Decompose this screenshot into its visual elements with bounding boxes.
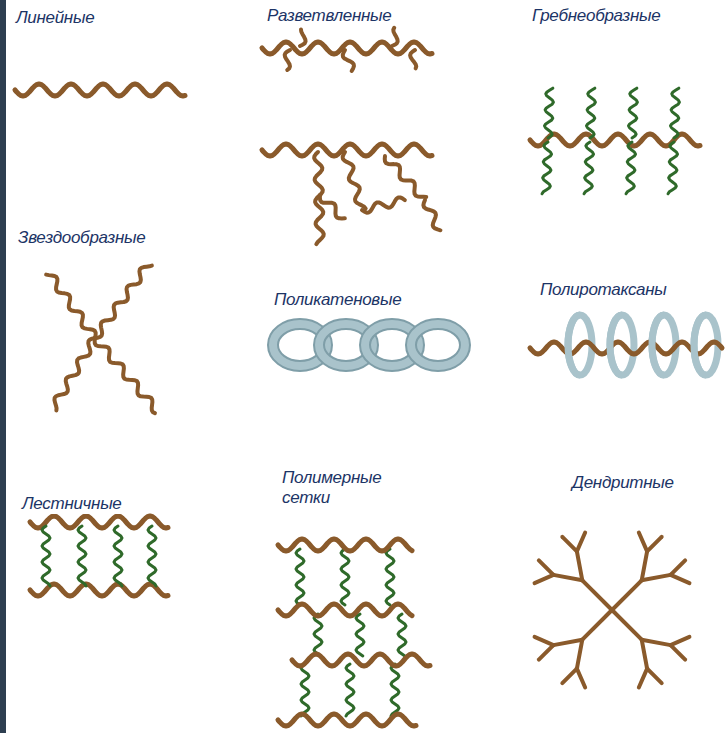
dendron-branch (582, 610, 612, 640)
dendron-branch (539, 645, 554, 660)
polymer-chain (278, 714, 416, 726)
chain-branch (46, 275, 96, 338)
ring-front (610, 315, 622, 375)
side-chain (78, 526, 86, 586)
chain-branch (392, 28, 398, 46)
chain-branch (95, 338, 155, 413)
dendron-branch (577, 669, 585, 688)
side-chain (544, 88, 553, 138)
dendron-branch (642, 551, 647, 580)
side-chain (586, 88, 595, 138)
side-chain (391, 664, 399, 716)
side-chain (398, 614, 406, 656)
ring-front (694, 315, 706, 375)
dendron-branch (577, 533, 585, 552)
dendron-branch (642, 575, 671, 580)
dendron-branch (535, 637, 554, 645)
type-label: Звездообразные (16, 228, 147, 248)
chain-branch (362, 197, 405, 212)
side-chain (356, 614, 364, 656)
dendron-branch (539, 560, 554, 575)
chain-branch (95, 266, 152, 338)
dendron-branch (612, 610, 642, 640)
dendron-branch (562, 537, 577, 552)
dendron-branch (553, 640, 582, 645)
dendron-branch (671, 645, 686, 660)
ring (411, 324, 465, 366)
dendron-branch (647, 537, 662, 552)
dendron-branch (577, 551, 582, 580)
side-chain (114, 526, 122, 586)
chain-branch (385, 156, 427, 197)
polymer-chain (278, 539, 412, 551)
polymer-chain (278, 604, 412, 616)
dendron-branch (612, 580, 642, 610)
dendron-branch (535, 575, 554, 583)
dendron-branch (647, 669, 662, 684)
dendron-branch (562, 669, 577, 684)
dendron-branch (582, 580, 612, 610)
chain-branch (285, 50, 290, 70)
chain-branch (343, 50, 354, 71)
type-label: Лестничные (20, 494, 124, 514)
side-chain (148, 526, 156, 586)
side-chain (346, 664, 354, 716)
chain-branch (343, 152, 366, 208)
type-label: Гребнеобразные (530, 6, 662, 26)
dendron-branch (553, 575, 582, 580)
type-label: Поликатеновые (272, 290, 403, 310)
ring-front (568, 315, 580, 375)
chain-branch (423, 200, 440, 230)
side-chain (668, 142, 678, 194)
side-chain (296, 549, 304, 605)
type-label: Полимерные сетки (280, 468, 396, 509)
polymer-chain (15, 84, 185, 96)
dendron-branch (671, 575, 690, 583)
polymer-chain (262, 144, 432, 156)
side-chain (584, 142, 594, 194)
dendron-branch (671, 560, 686, 575)
chain-branch (300, 30, 306, 46)
polymer-chain (30, 516, 168, 528)
polymer-chain (292, 654, 430, 666)
side-bar (0, 0, 6, 733)
side-chain (670, 88, 679, 138)
polymer-chain (530, 134, 700, 146)
dendron-branch (642, 640, 647, 669)
side-chain (314, 614, 322, 656)
side-chain (628, 88, 637, 138)
side-chain (542, 142, 552, 194)
ring-front (652, 315, 664, 375)
type-label: Линейные (14, 8, 96, 28)
dendron-branch (671, 637, 690, 645)
side-chain (341, 549, 349, 605)
dendron-branch (639, 669, 647, 688)
type-label: Разветвленные (265, 6, 393, 26)
chain-branch (54, 338, 95, 410)
type-label: Дендритные (570, 473, 676, 493)
dendron-branch (639, 533, 647, 552)
chain-branch (410, 50, 416, 68)
dendron-branch (577, 640, 582, 669)
side-chain (386, 549, 394, 605)
side-chain (42, 526, 50, 586)
dendron-branch (642, 640, 671, 645)
type-label: Полиротаксаны (538, 280, 669, 300)
side-chain (301, 664, 309, 716)
side-chain (626, 142, 636, 194)
chain-branch (320, 195, 345, 218)
ring (411, 324, 465, 366)
